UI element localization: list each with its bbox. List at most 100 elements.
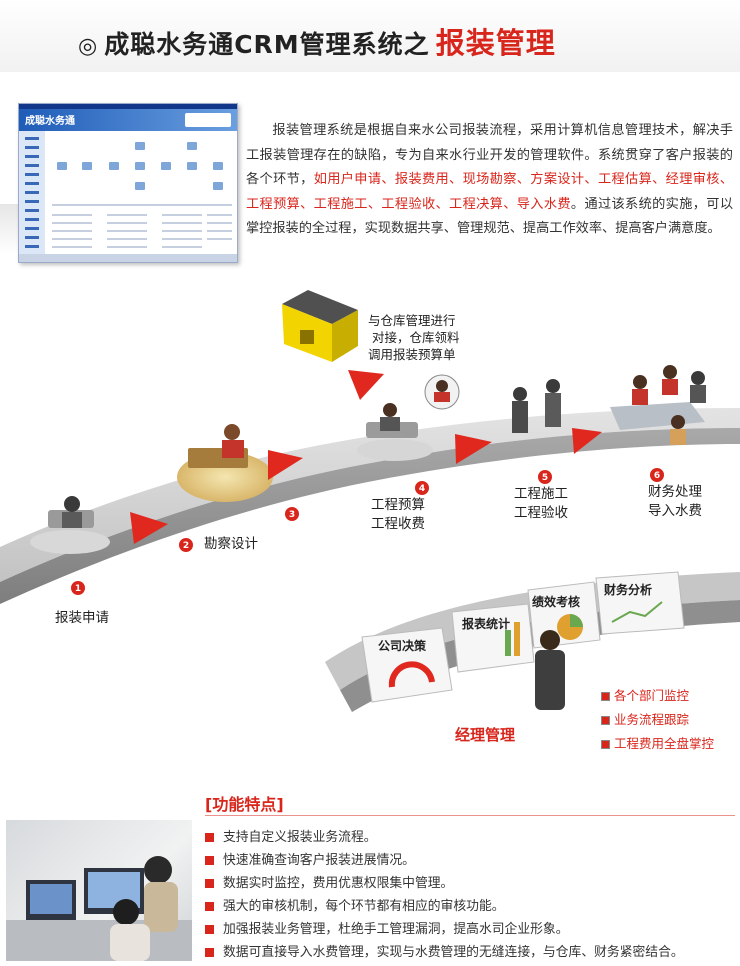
step-4-label: 工程预算 工程收费 [371,496,425,534]
step-5-marker [536,468,554,486]
feature-item-3: 数据实时监控，费用优惠权限集中管理。 [223,876,454,891]
intro-text-2: 。通过该系统的实施，可以掌控报装的全过程，实现数据共享、管理规范、提高工作效率、… [246,196,734,237]
software-screenshot: 成聪水务通 [18,103,238,263]
station-1-desk [30,496,110,554]
legend-item-2: 业务流程跟踪 [614,712,690,727]
office-photo [6,820,192,961]
step-2-line-1: 勘察设计 [204,536,258,552]
step-5-line-2: 工程验收 [514,505,568,521]
app-statusbar [19,254,237,262]
panel-label-2: 报表统计 [462,616,510,631]
step-6-line-2: 导入水费 [648,503,702,519]
feature-item: 数据实时监控，费用优惠权限集中管理。 [205,872,684,895]
arrow-1-2 [130,512,168,544]
app-workflow-area [47,134,233,252]
step-1-num: 1 [75,584,81,594]
manager-dashboard: 公司决策 报表统计 绩效考核 财务分析 [325,571,740,712]
legend-item-3: 工程费用全盘掌控 [614,736,715,751]
step-5-line-1: 工程施工 [514,486,568,502]
step-2-label: 勘察设计 [204,535,258,554]
arrow-4-5 [455,434,492,464]
feature-item: 快速准确查询客户报装进展情况。 [205,849,684,872]
step-1-label: 报装申请 [55,609,109,628]
window-titlebar [19,104,237,109]
step-5-label: 工程施工 工程验收 [514,485,568,523]
step-4-line-2: 工程收费 [371,516,425,532]
step-3-num: 3 [289,510,295,520]
flow-arrows [130,370,602,544]
feature-bullet-icon [205,925,214,934]
step-5-num: 5 [542,473,548,483]
arrow-2-4 [268,450,303,480]
warehouse-note-line-3: 调用报装预算单 [368,347,456,362]
step-4-line-1: 工程预算 [371,497,425,513]
step-markers: 1 2 3 4 5 6 [69,466,666,597]
intro-text-1: 报装管理系统是根据自来水公司报装流程，采用计算机信息管理技术，解决手工报装管理存… [246,123,733,187]
app-logo: 成聪水务通 [25,116,75,127]
legend-item: 业务流程跟踪 [601,708,714,732]
step-6-marker [648,466,666,484]
feature-item-2: 快速准确查询客户报装进展情况。 [223,853,415,868]
features-list: 支持自定义报装业务流程。 快速准确查询客户报装进展情况。 数据实时监控，费用优惠… [205,826,684,964]
title-text: 成聪水务通CRM管理系统之 [104,30,430,59]
title-highlight: 报装管理 [435,26,556,60]
features-title: [功能特点] [205,795,284,814]
feature-item: 强大的审核机制，每个环节都有相应的审核功能。 [205,895,684,918]
manager-legend: 各个部门监控 业务流程跟踪 工程费用全盘掌控 [601,684,714,756]
feature-bullet-icon [205,833,214,842]
station-6-meeting [610,365,706,445]
legend-item-1: 各个部门监控 [614,688,690,703]
manager-label: 经理管理 [455,726,516,744]
step-6-num: 6 [654,471,660,481]
manager-figure-body [535,650,565,710]
panel-label-4: 财务分析 [603,582,652,597]
legend-bullet-icon [601,716,610,725]
step-1-marker [69,579,87,597]
title-bullet-icon: ◎ [78,34,99,59]
intro-highlight: 如用户申请、报装费用、现场勘察、方案设计、工程估算、经理审核、工程预算、工程施工… [246,172,733,212]
station-5-handshake [512,379,561,433]
feature-item: 数据可直接导入水费管理，实现与水费管理的无缝连接，与仓库、财务紧密结合。 [205,941,684,964]
app-sidebar [19,131,45,257]
station-4-desk [357,374,460,461]
panel-label-3: 绩效考核 [532,594,580,609]
title-bar: ◎成聪水务通CRM管理系统之报装管理 [0,0,740,72]
step-6-label: 财务处理 导入水费 [648,483,702,521]
feature-bullet-icon [205,948,214,957]
panel-label-1: 公司决策 [378,638,427,653]
step-3-marker [283,505,301,523]
arrow-house [348,370,384,400]
warehouse-house-icon [282,290,358,362]
legend-bullet-icon [601,740,610,749]
legend-bullet-icon [601,692,610,701]
step-4-marker [413,479,431,497]
step-2-marker [177,536,195,554]
app-header: 成聪水务通 [19,109,237,131]
station-2-rug [177,424,273,502]
manager-figure-head [540,630,560,650]
trend-line-icon [611,601,663,623]
step-6-line-1: 财务处理 [648,484,702,500]
step-4-num: 4 [419,484,425,494]
warehouse-note: 与仓库管理进行 对接，仓库领料 调用报装预算单 [368,312,460,363]
feature-bullet-icon [205,879,214,888]
warehouse-note-line-1: 与仓库管理进行 [368,313,456,328]
warehouse-note-line-2: 对接，仓库领料 [372,330,460,345]
feature-item: 加强报装业务管理，杜绝手工管理漏洞，提高水司企业形象。 [205,918,684,941]
page-title: ◎成聪水务通CRM管理系统之报装管理 [78,20,556,62]
legend-item: 工程费用全盘掌控 [601,732,714,756]
feature-item-5: 加强报装业务管理，杜绝手工管理漏洞，提高水司企业形象。 [223,922,569,937]
gauge-icon [388,661,435,688]
feature-item-4: 强大的审核机制，每个环节都有相应的审核功能。 [223,899,505,914]
process-flow: 1 2 3 4 5 6 公司决策 [0,282,740,762]
app-header-badge [185,113,231,127]
panel-report-stats [451,603,535,673]
intro-paragraph: 报装管理系统是根据自来水公司报装流程，采用计算机信息管理技术，解决手工报装管理存… [246,119,733,242]
feature-item: 支持自定义报装业务流程。 [205,826,684,849]
features-divider [205,815,735,816]
legend-item: 各个部门监控 [601,684,714,708]
feature-item-6: 数据可直接导入水费管理，实现与水费管理的无缝连接，与仓库、财务紧密结合。 [223,945,684,960]
feature-item-1: 支持自定义报装业务流程。 [223,830,377,845]
feature-bullet-icon [205,902,214,911]
panel-finance [595,571,685,635]
